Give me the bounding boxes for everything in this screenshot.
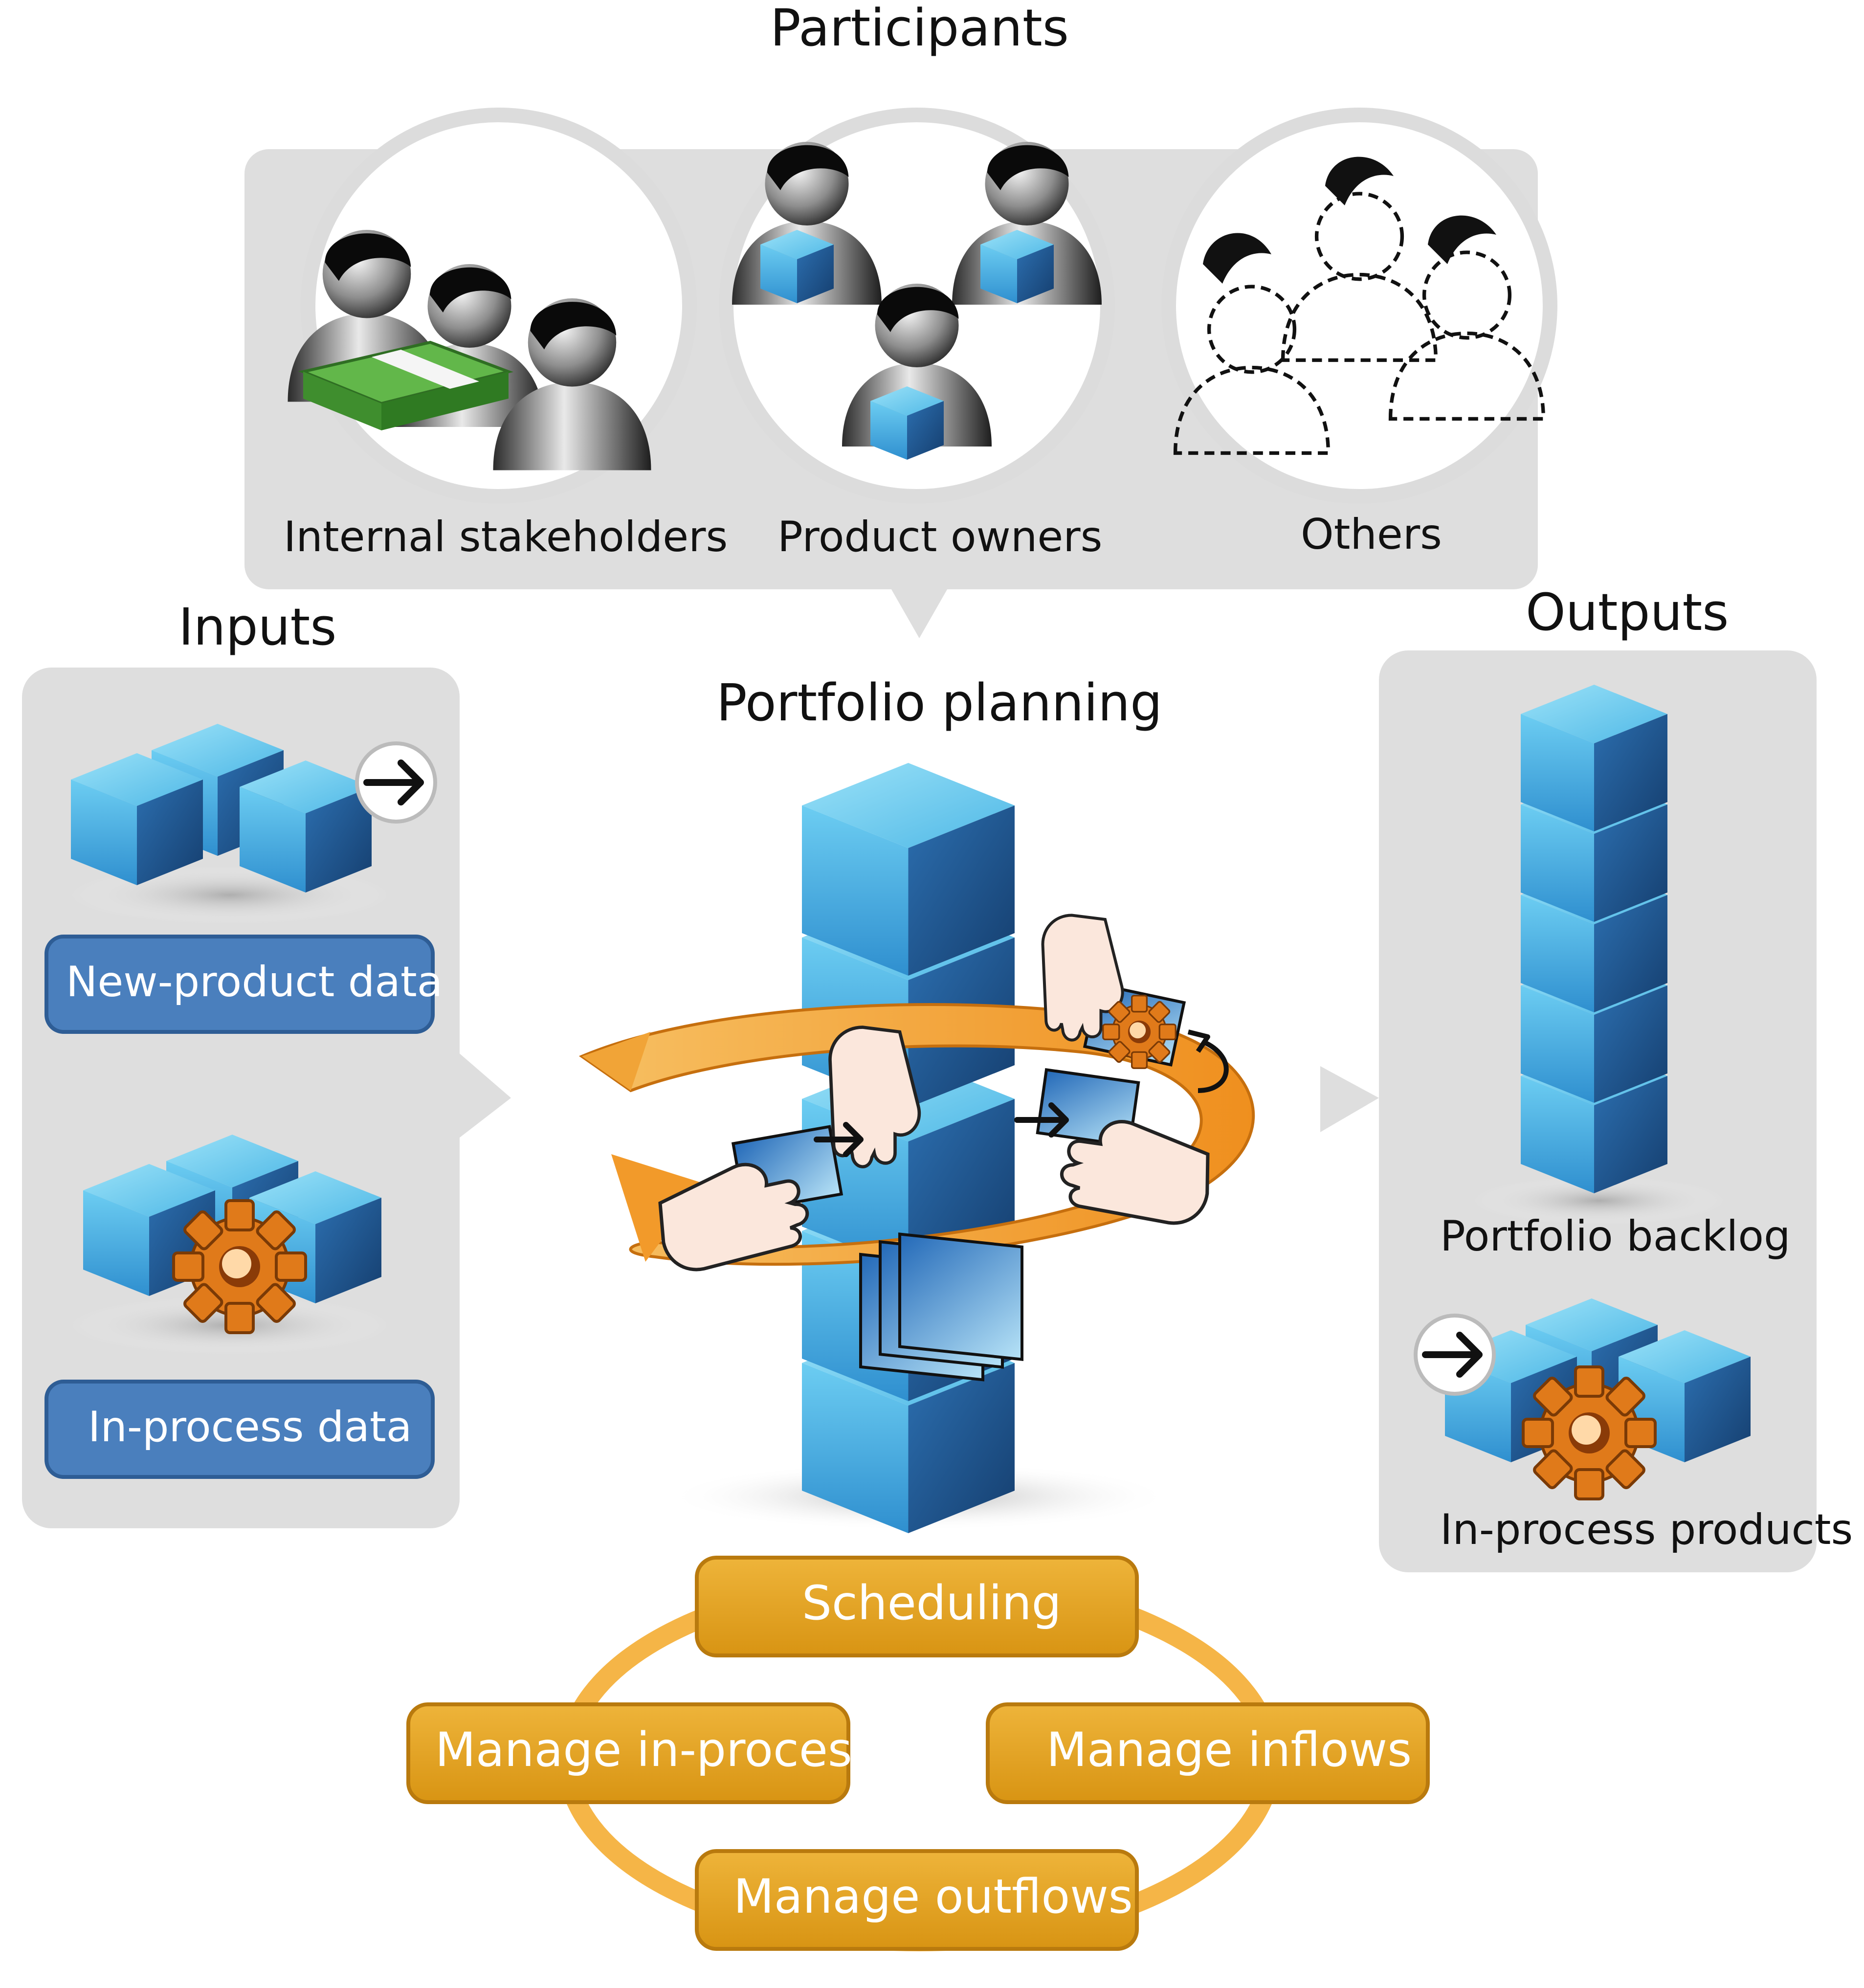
manage-in-process-box	[406, 1702, 850, 1804]
inputs-heading: Inputs	[178, 597, 337, 657]
in-process-data-label: In-process data	[88, 1403, 412, 1452]
internal-stakeholders-label: Internal stakeholders	[284, 513, 728, 561]
manage-outflows-label: Manage outflows	[733, 1869, 1133, 1924]
in-process-products-label: In-process products	[1440, 1505, 1853, 1554]
others-label: Others	[1301, 510, 1442, 559]
outputs-heading: Outputs	[1526, 582, 1729, 642]
manage-inflows-label: Manage inflows	[1046, 1722, 1412, 1777]
portfolio-planning-heading: Portfolio planning	[716, 673, 1163, 733]
product-owners-label: Product owners	[777, 513, 1103, 561]
new-product-data-box	[44, 935, 435, 1034]
manage-outflows-box	[695, 1849, 1139, 1951]
arrow-circle-icon	[355, 741, 437, 824]
output-arrow-circle-icon	[1414, 1314, 1496, 1396]
new-product-data-label: New-product data	[66, 958, 443, 1006]
portfolio-backlog-label: Portfolio backlog	[1440, 1212, 1791, 1261]
in-process-data-box	[44, 1380, 435, 1479]
participants-heading: Participants	[770, 0, 1069, 58]
gear-icon	[174, 1201, 306, 1333]
others-dashed-people-icon	[1176, 156, 1544, 453]
portfolio-backlog-stack-icon	[1521, 685, 1667, 1193]
scheduling-label: Scheduling	[802, 1576, 1062, 1631]
planning-cards-and-hands	[651, 916, 1229, 1382]
scheduling-box	[695, 1556, 1139, 1657]
manage-inflows-box	[986, 1702, 1430, 1804]
manage-in-process-label: Manage in-process	[435, 1722, 877, 1777]
stakeholders-money-icon	[288, 230, 651, 470]
